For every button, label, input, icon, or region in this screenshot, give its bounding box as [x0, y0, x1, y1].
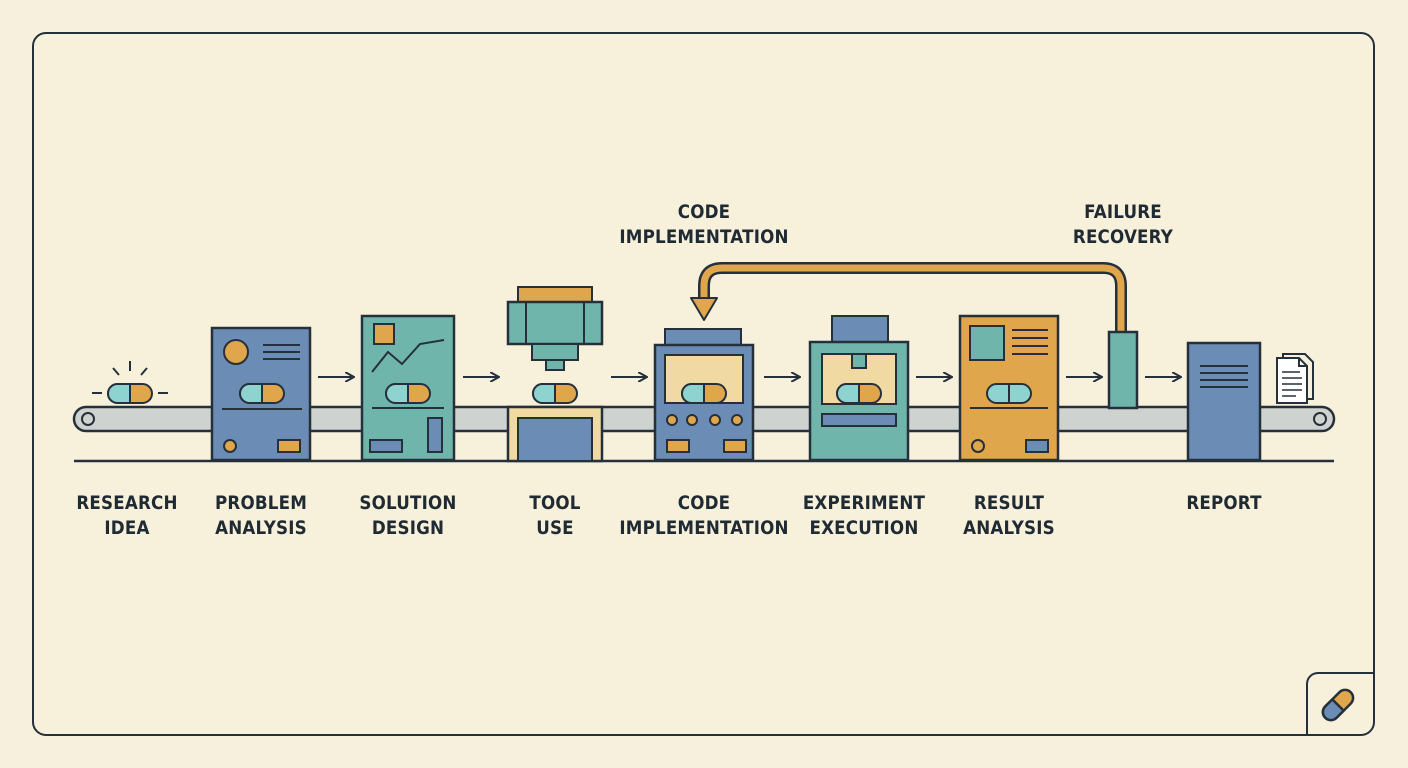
- stage-label-tool-use: TOOL USE: [529, 492, 581, 539]
- lightbulb-capsule-icon: [92, 361, 168, 404]
- code-implementation-machine: [653, 328, 755, 462]
- experiment-execution-machine: [808, 315, 910, 462]
- capsule-icon: [1321, 688, 1355, 722]
- stage-label-code-implementation: CODE IMPLEMENTATION: [619, 492, 789, 539]
- solution-design-machine: [360, 314, 456, 462]
- problem-analysis-machine: [210, 326, 312, 462]
- stage-label-report: REPORT: [1186, 492, 1262, 514]
- corner-badge: [1306, 672, 1375, 736]
- stage-label-research-idea: RESEARCH IDEA: [76, 492, 178, 539]
- failure-recovery-label: FAILURE RECOVERY: [1072, 201, 1174, 248]
- failure-recovery-loop: [690, 262, 1139, 410]
- loop-target-label: CODE IMPLEMENTATION: [619, 201, 789, 248]
- stage-label-result-analysis: RESULT ANALYSIS: [963, 492, 1055, 539]
- tool-use-machine: [506, 286, 604, 463]
- stage-label-problem-analysis: PROBLEM ANALYSIS: [214, 492, 308, 539]
- document-icon: [1276, 353, 1314, 404]
- stage-label-solution-design: SOLUTION DESIGN: [359, 492, 457, 539]
- result-analysis-machine: [958, 314, 1060, 462]
- report-machine: [1186, 341, 1262, 462]
- stage-label-experiment-execution: EXPERIMENT EXECUTION: [802, 492, 926, 539]
